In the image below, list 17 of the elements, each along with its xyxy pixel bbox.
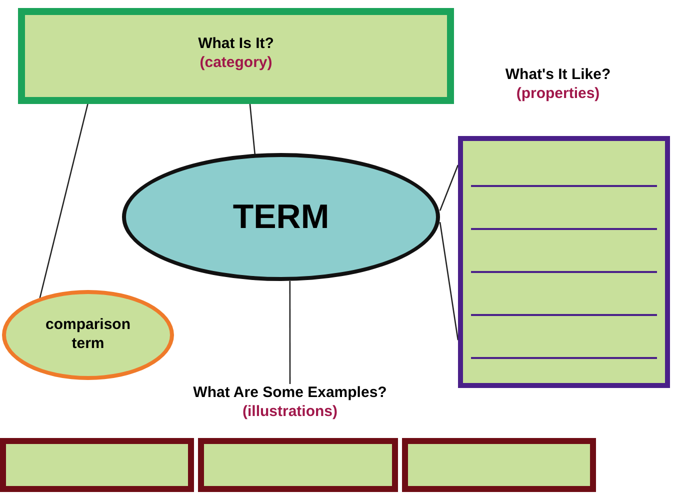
question-heading: What Are Some Examples? xyxy=(193,384,387,403)
question-heading: What's It Like? xyxy=(505,66,611,85)
answer-box xyxy=(402,438,596,492)
answer-box xyxy=(198,438,398,492)
connector-line xyxy=(289,281,291,384)
subheading: (properties) xyxy=(516,84,600,104)
connector-line xyxy=(249,104,256,155)
connector-line xyxy=(439,222,459,340)
question-heading: What Is It? xyxy=(198,35,274,54)
subheading: (illustrations) xyxy=(242,402,338,422)
answer-box xyxy=(0,438,194,492)
connector-line xyxy=(39,104,88,298)
term-label: TERM xyxy=(232,196,330,238)
subheading: (category) xyxy=(200,54,272,72)
category-box xyxy=(18,8,454,104)
comparison-label: comparison term xyxy=(44,316,132,354)
connector-line xyxy=(439,164,459,211)
